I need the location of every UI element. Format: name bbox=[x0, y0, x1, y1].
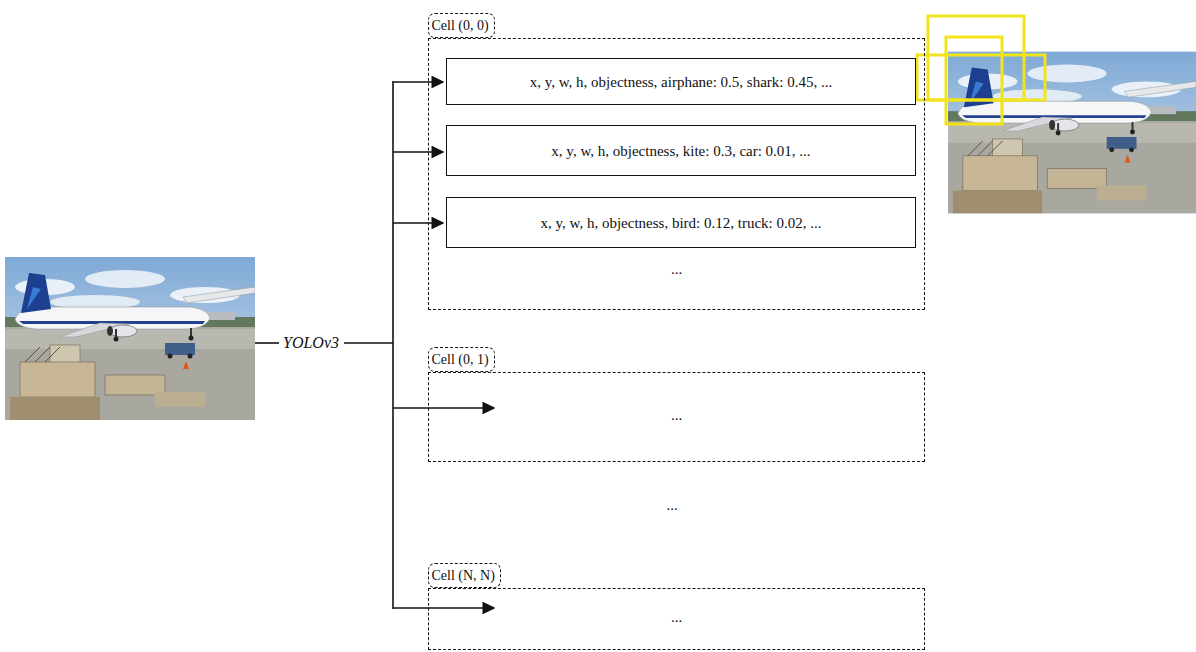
branch-arrow bbox=[393, 607, 494, 609]
output-line bbox=[344, 342, 393, 344]
branch-arrow bbox=[393, 407, 494, 409]
grid-cell: Cell (0, 0)...x, y, w, h, objectness, ai… bbox=[428, 38, 925, 310]
prediction-text: x, y, w, h, objectness, bird: 0.12, truc… bbox=[535, 213, 828, 233]
prediction-box: x, y, w, h, objectness, kite: 0.3, car: … bbox=[446, 125, 916, 176]
grid-cell: Cell (N, N)... bbox=[428, 588, 925, 650]
branch-line bbox=[392, 81, 394, 609]
bounding-boxes bbox=[917, 16, 1045, 124]
ellipsis: ... bbox=[429, 261, 924, 278]
grid-cell: Cell (0, 1)... bbox=[428, 372, 925, 462]
branch-arrow bbox=[393, 151, 443, 153]
cell-label: Cell (0, 0) bbox=[428, 13, 495, 38]
output-photo bbox=[948, 52, 1196, 214]
input-photo bbox=[5, 257, 255, 420]
cell-label: Cell (N, N) bbox=[428, 563, 501, 588]
input-line bbox=[255, 342, 279, 344]
ellipsis: ... bbox=[429, 609, 924, 626]
prediction-box: x, y, w, h, objectness, bird: 0.12, truc… bbox=[446, 197, 916, 248]
cell-label: Cell (0, 1) bbox=[428, 347, 495, 372]
branch-arrow bbox=[393, 81, 443, 83]
ellipsis: ... bbox=[429, 407, 924, 424]
prediction-text: x, y, w, h, objectness, airphane: 0.5, s… bbox=[524, 72, 839, 92]
branch-arrow bbox=[393, 222, 443, 224]
ellipsis: ... bbox=[632, 495, 712, 515]
prediction-box: x, y, w, h, objectness, airphane: 0.5, s… bbox=[446, 58, 916, 105]
model-name: YOLOv3 bbox=[283, 333, 339, 353]
prediction-text: x, y, w, h, objectness, kite: 0.3, car: … bbox=[545, 141, 816, 161]
